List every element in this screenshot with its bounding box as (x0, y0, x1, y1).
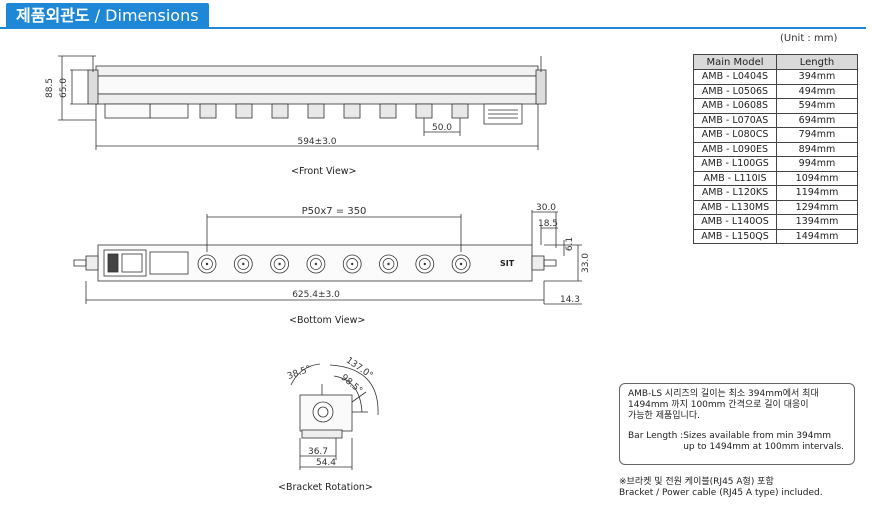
note-label: Bar Length : (628, 431, 684, 441)
note-english: Sizes available from min 394mm up to 149… (683, 431, 845, 452)
model-cell: AMB - L100GS (693, 156, 777, 172)
dim-bracket-angle-c: 98.5° (339, 373, 364, 396)
dim-bottom-height: 33.0 (581, 253, 591, 273)
title-korean: 제품외관도 (16, 6, 90, 25)
title-separator: / (89, 6, 106, 25)
length-cell: 1194mm (776, 185, 858, 201)
length-cell: 994mm (776, 156, 858, 172)
length-cell: 1294mm (776, 199, 858, 215)
dim-bracket-angle-a: 38.5° (286, 364, 312, 382)
dim-bottom-end: 30.0 (536, 203, 556, 213)
emitter-inner (273, 258, 286, 270)
emitter-inner (382, 258, 395, 270)
emitter-inner (310, 258, 322, 270)
emitter-inner (418, 258, 431, 270)
header-length: Length (776, 54, 858, 70)
emitter-inner (201, 258, 213, 270)
emitter-inner (237, 258, 250, 270)
bracket-rotation-drawing (290, 363, 379, 470)
length-cell: 1094mm (776, 170, 858, 186)
dim-front-length: 594±3.0 (297, 137, 336, 147)
dim-bottom-end-small: 18.5 (538, 219, 558, 229)
included-items-note: ※브라켓 및 전원 케이블(RJ45 A형) 포함 Bracket / Powe… (619, 477, 823, 499)
emitter-pin (205, 262, 209, 266)
dim-height-inner: 65.0 (59, 78, 69, 98)
title-english: Dimensions (105, 6, 199, 25)
emitter-inner (455, 258, 467, 270)
length-cell: 794mm (776, 127, 858, 143)
front-view-drawing (58, 55, 547, 150)
footnote-english: Bracket / Power cable (RJ45 A type) incl… (619, 488, 823, 498)
dim-height-outer: 88.5 (45, 78, 55, 98)
dim-bottom-length: 625.4±3.0 (292, 290, 340, 300)
table-header-row: Main Model Length (693, 54, 858, 70)
brand-logo-text: SIT (500, 259, 515, 268)
dim-front-pitch: 50.0 (432, 123, 452, 133)
note-korean: AMB-LS 시리즈의 길이는 최소 394mm에서 최대 1494mm 까지 … (628, 389, 819, 421)
emitter-pin (278, 262, 281, 266)
dim-bracket-width-inner: 36.7 (308, 447, 328, 457)
dim-bracket-width-outer: 54.4 (316, 458, 336, 468)
front-view-caption: <Front View> (291, 166, 357, 177)
emitter-group (197, 254, 471, 274)
dim-bottom-pitch: P50x7 = 350 (302, 206, 367, 217)
section-header: 제품외관도 / Dimensions (0, 0, 872, 30)
length-note-box: AMB-LS 시리즈의 길이는 최소 394mm에서 최대 1494mm 까지 … (619, 383, 855, 465)
emitter-pin (314, 262, 318, 266)
bottom-view-caption: <Bottom View> (289, 315, 366, 326)
title-underline (0, 27, 866, 29)
length-cell: 894mm (776, 141, 858, 157)
dim-bottom-tail: 14.3 (560, 295, 580, 305)
length-cell: 1394mm (776, 214, 858, 230)
footnote-korean: ※브라켓 및 전원 케이블(RJ45 A형) 포함 (619, 477, 774, 487)
emitter-pin (351, 262, 354, 266)
emitter-inner (346, 258, 359, 270)
emitter-pin (387, 262, 390, 266)
emitter-pin (459, 262, 463, 266)
bracket-caption: <Bracket Rotation> (278, 482, 373, 493)
emitter-pin (242, 262, 245, 266)
length-cell: 1494mm (776, 228, 858, 244)
emitter-pin (423, 262, 426, 266)
unit-label: (Unit : mm) (780, 33, 838, 44)
model-cell: AMB - L150QS (693, 228, 777, 244)
header-main-model: Main Model (693, 54, 777, 70)
model-cell: AMB - L090ES (693, 141, 777, 157)
section-title: 제품외관도 / Dimensions (6, 3, 209, 28)
dim-bottom-offset: 6.1 (565, 237, 575, 251)
